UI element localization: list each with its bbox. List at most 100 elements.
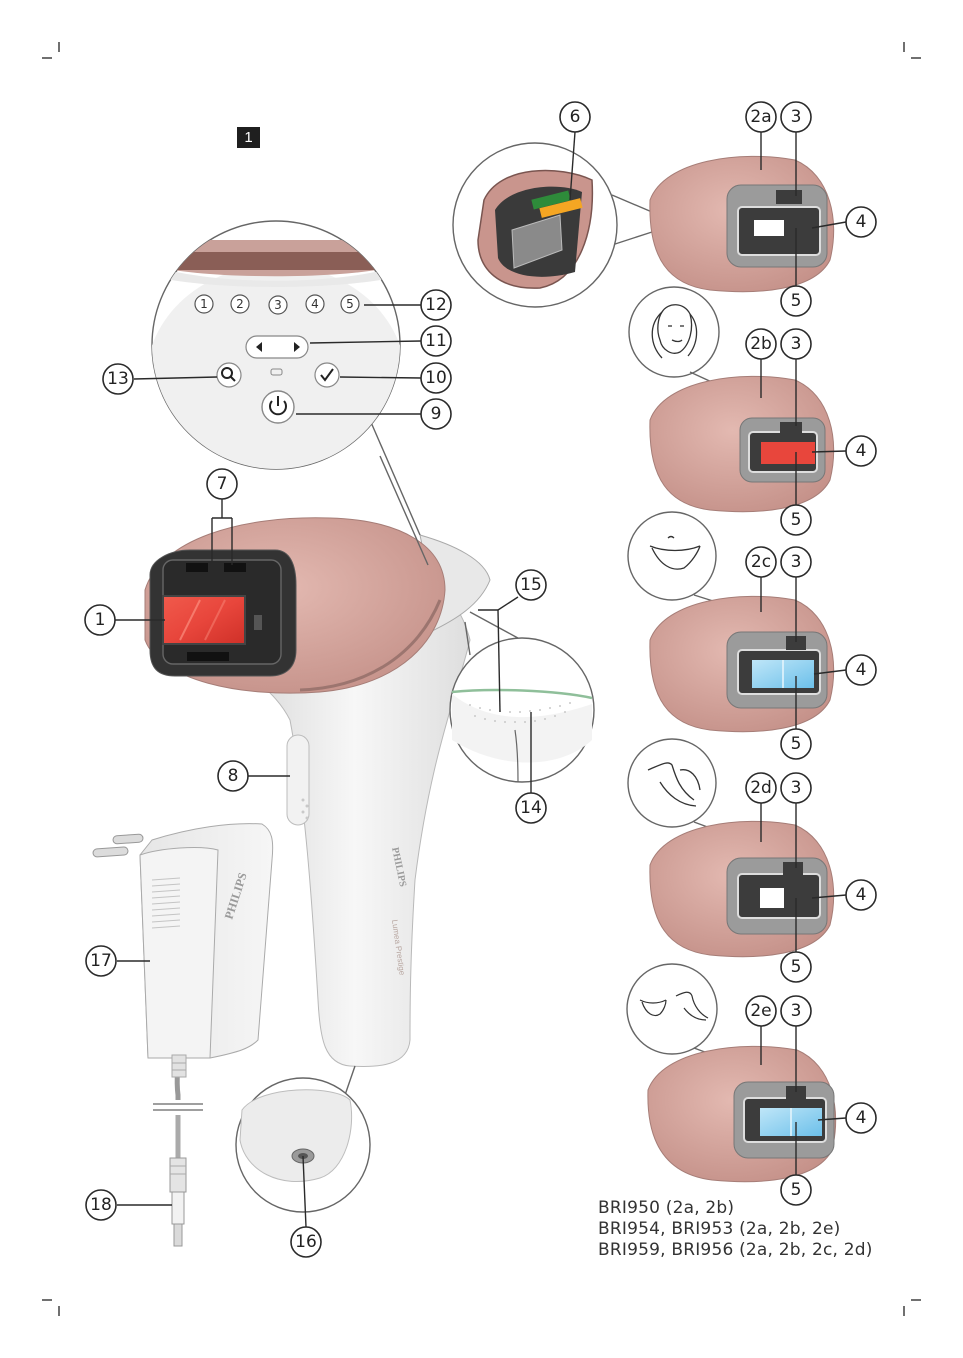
callout-label: 5 [791, 510, 802, 530]
callout-label: 3 [791, 107, 802, 127]
connector-green [531, 190, 571, 210]
callout-label: 16 [295, 1232, 317, 1252]
callout-1: 1 [84, 604, 116, 636]
socket-zoom [235, 1065, 371, 1213]
callout-label: 4 [856, 660, 867, 680]
callout-label: 8 [228, 766, 239, 786]
callout-label: 4 [856, 441, 867, 461]
callout-label: 7 [217, 474, 228, 494]
magnifier-icon [221, 367, 236, 382]
callout-label: 2e [750, 1001, 771, 1021]
callout-4: 4 [845, 206, 877, 238]
check-icon [320, 368, 334, 382]
callout-3: 3 [780, 328, 812, 360]
sensor-dots [469, 702, 571, 723]
intensity-button-2[interactable] [230, 294, 250, 314]
callout-16: 16 [290, 1226, 322, 1258]
device-main: PHILIPS Lumea Prestige [144, 517, 491, 1067]
attachment-bottom-slot [187, 652, 229, 661]
callout-5: 5 [780, 285, 812, 317]
adapter: PHILIPS [92, 823, 274, 1247]
callout-17: 17 [85, 945, 117, 977]
callout-label: 18 [90, 1195, 112, 1215]
intensity-label-1: 1 [200, 297, 208, 311]
figure-number-text: 1 [244, 129, 252, 146]
adjust-buttons[interactable] [245, 335, 309, 359]
status-light [270, 368, 283, 376]
callout-label: 2a [750, 107, 771, 127]
callout-label: 6 [570, 107, 581, 127]
callout-18: 18 [85, 1189, 117, 1221]
callout-3: 3 [780, 101, 812, 133]
attachment-2e [626, 963, 837, 1183]
callout-14: 14 [515, 792, 547, 824]
callout-label: 2b [750, 334, 772, 354]
callout-5: 5 [780, 504, 812, 536]
callout-3: 3 [780, 995, 812, 1027]
left-arrow-icon[interactable] [256, 342, 262, 352]
intensity-button-1[interactable] [194, 294, 214, 314]
leader-lines [114, 131, 847, 1228]
skin-tone-sensor-button[interactable] [216, 362, 242, 388]
power-button[interactable] [261, 390, 295, 424]
sensor-zoom [449, 611, 595, 783]
callout-12: 12 [420, 289, 452, 321]
callout-4: 4 [845, 654, 877, 686]
callout-label: 4 [856, 1108, 867, 1128]
bikini-icon [649, 535, 701, 570]
callout-label: 14 [520, 798, 542, 818]
skin-contact-sensor [224, 563, 246, 572]
intensity-label-3: 3 [274, 298, 282, 312]
model-line: BRI959, BRI956 (2a, 2b, 2c, 2d) [598, 1240, 873, 1260]
callout-2b: 2b [745, 328, 777, 360]
intensity-label-2: 2 [236, 297, 244, 311]
callout-3: 3 [780, 546, 812, 578]
callout-label: 5 [791, 957, 802, 977]
intensity-label-4: 4 [311, 297, 319, 311]
power-icon [269, 396, 287, 416]
callouts: 1 7 8 9 10 11 12 13 14 15 16 17 18 6 2a … [84, 101, 877, 1258]
intensity-label-5: 5 [346, 297, 354, 311]
callout-label: 3 [791, 552, 802, 572]
body-icon [639, 991, 709, 1021]
callout-5: 5 [780, 728, 812, 760]
callout-2d: 2d [745, 772, 777, 804]
callout-label: 2d [750, 778, 772, 798]
right-arrow-icon[interactable] [294, 342, 300, 352]
intensity-buttons: 1 2 3 4 5 [194, 294, 360, 315]
confirm-button[interactable] [314, 362, 340, 388]
attachment-2d [627, 738, 835, 958]
control-panel-zoom: 1 2 3 4 5 [151, 220, 429, 566]
callout-label: 5 [791, 734, 802, 754]
device-head-rim [299, 599, 442, 692]
callout-4: 4 [845, 435, 877, 467]
callout-label: 13 [107, 369, 129, 389]
crop-marks [42, 42, 921, 1316]
callout-6: 6 [559, 101, 591, 133]
callout-label: 10 [425, 368, 447, 388]
callout-label: 11 [425, 331, 447, 351]
callout-3: 3 [780, 772, 812, 804]
figure-number: 1 [237, 127, 260, 148]
attachment-2b [628, 286, 835, 513]
connector-orange [539, 198, 583, 218]
intensity-button-4[interactable] [305, 294, 325, 314]
callout-9: 9 [420, 398, 452, 430]
intensity-button-5[interactable] [340, 294, 360, 314]
flash-button-dots [301, 798, 309, 820]
ring-light [451, 688, 593, 700]
callout-15: 15 [515, 569, 547, 601]
callout-label: 15 [520, 575, 542, 595]
flash-button[interactable] [286, 734, 310, 826]
intensity-button-3[interactable] [268, 295, 288, 315]
underarm-icon [647, 762, 701, 807]
callout-label: 4 [856, 885, 867, 905]
callout-10: 10 [420, 362, 452, 394]
callout-label: 3 [791, 334, 802, 354]
callout-label: 1 [95, 610, 106, 630]
model-line: BRI950 (2a, 2b) [598, 1198, 735, 1218]
skin-contact-sensor [186, 563, 208, 572]
callout-label: 5 [791, 1180, 802, 1200]
callout-5: 5 [780, 951, 812, 983]
light-exit-window [162, 595, 246, 645]
